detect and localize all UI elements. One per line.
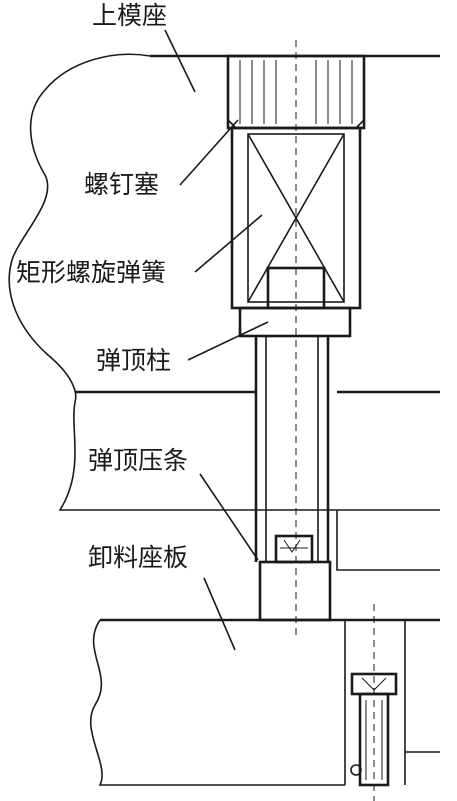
ejector-screw-socket <box>280 539 308 553</box>
centerlines <box>295 40 375 801</box>
label-ejector-pin: 弹顶柱 <box>96 346 171 375</box>
ejector-bar <box>258 534 332 622</box>
ejector-pin <box>238 306 352 562</box>
leader-stripper-plate <box>203 577 236 651</box>
leader-screw-plug <box>179 119 239 186</box>
ejector-pin-bore <box>265 336 319 562</box>
spring-body <box>247 133 345 303</box>
spring-cross <box>247 133 345 303</box>
stripper-plate-right-steps <box>336 510 440 785</box>
screw-plug-threads <box>239 60 353 124</box>
leader-rect-spring <box>194 214 263 273</box>
label-stripper-seat-plate: 卸料座板 <box>88 543 188 572</box>
leader-ejector-bar <box>199 473 259 561</box>
label-ejector-bar: 弹顶压条 <box>88 446 188 475</box>
ejector-bar-block <box>258 560 332 622</box>
label-screw-plug: 螺钉塞 <box>84 170 159 199</box>
label-rect-spring: 矩形螺旋弹簧 <box>16 258 166 287</box>
ejector-pin-head <box>238 306 352 338</box>
screw-plug-chamfers <box>227 119 365 129</box>
lower-screw-threads <box>365 700 383 780</box>
leader-ejector-pin <box>187 321 269 361</box>
ejector-pin-shank <box>254 336 330 562</box>
stripper-plate-break-line <box>89 619 345 786</box>
labels: 上模座 螺钉塞 矩形螺旋弹簧 弹顶柱 弹顶压条 卸料座板 <box>16 1 188 572</box>
lower-screw-pin <box>350 764 362 776</box>
upper-die-seat-break-line <box>8 53 440 511</box>
leader-upper-die-seat <box>164 29 196 93</box>
leader-lines <box>164 29 269 651</box>
label-upper-die-seat: 上模座 <box>92 1 167 30</box>
